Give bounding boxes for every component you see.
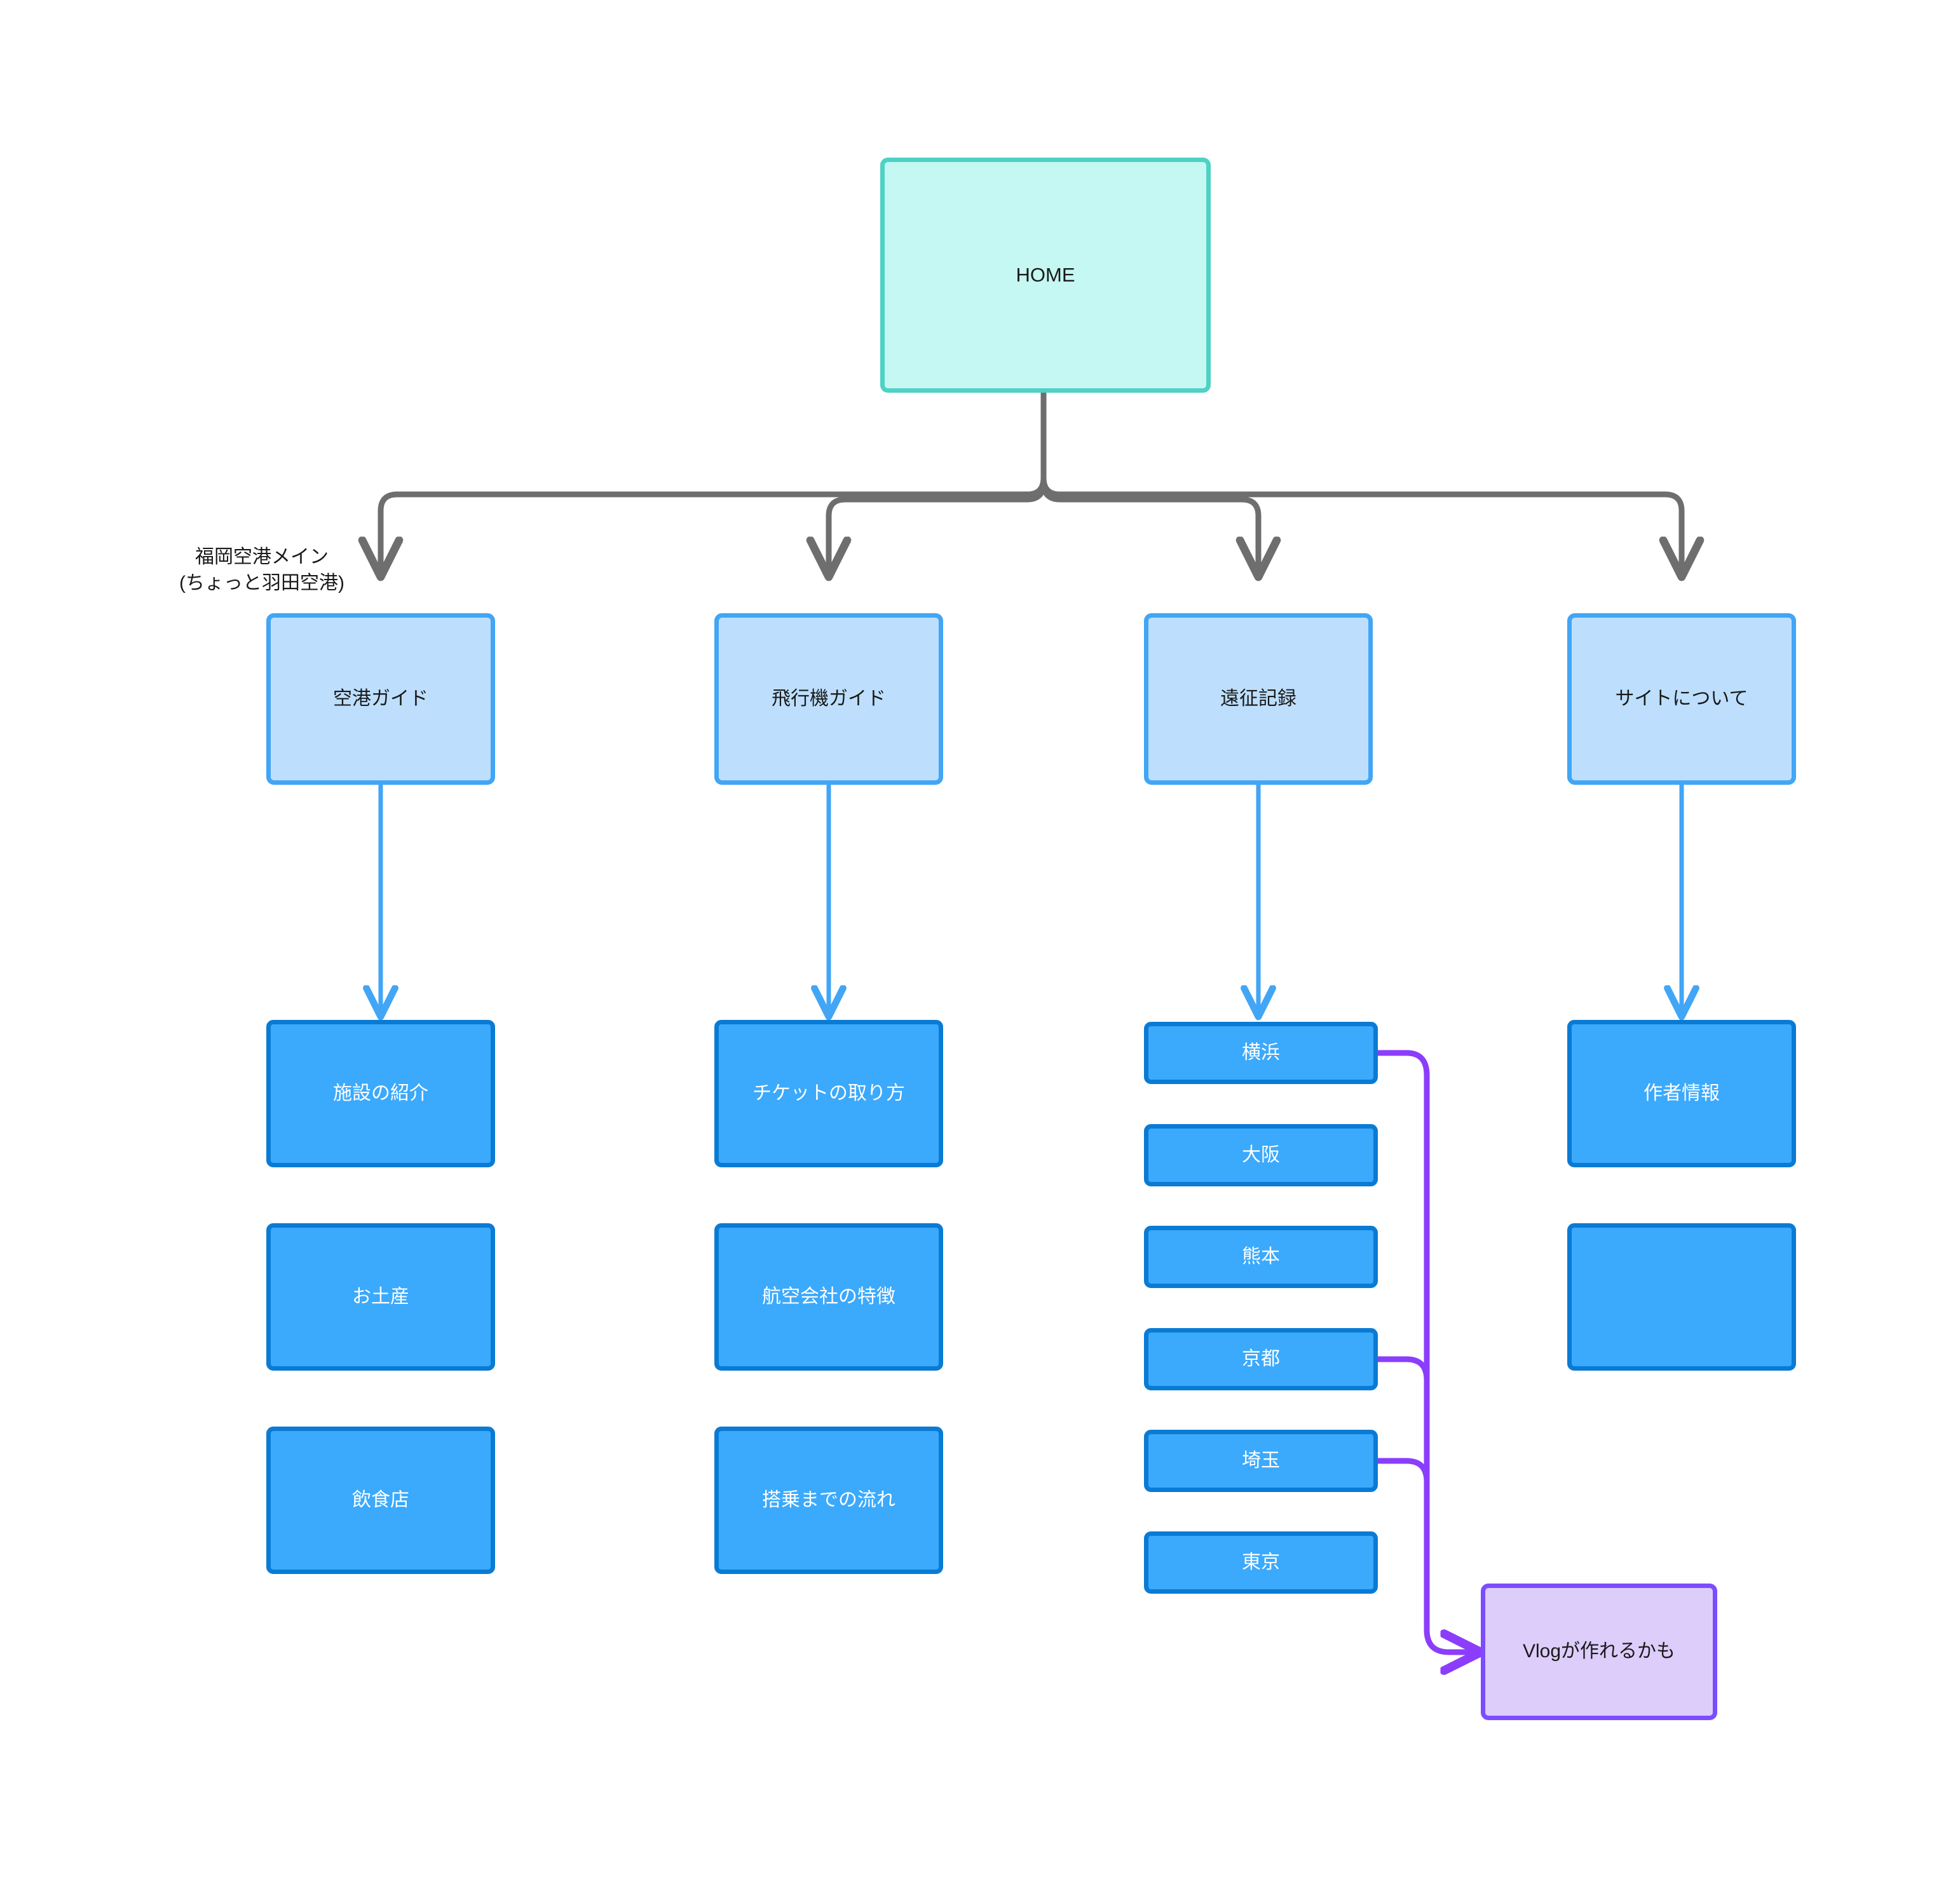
node-ticket-method[interactable]: チケットの取り方 (714, 1020, 943, 1167)
edge-yokohama-to-vlog (1375, 1050, 1481, 1652)
edge-home-to-about-site (1040, 390, 1682, 577)
node-restaurants[interactable]: 飲食店 (266, 1427, 495, 1574)
edge-home-to-airport-guide (381, 390, 1047, 577)
node-travel-log-label: 遠征記録 (1220, 688, 1296, 709)
node-osaka-label: 大阪 (1242, 1144, 1280, 1165)
node-author-info-label: 作者情報 (1644, 1082, 1720, 1104)
node-tokyo-label: 東京 (1242, 1551, 1280, 1573)
node-about-site[interactable]: サイトについて (1567, 613, 1796, 785)
node-osaka[interactable]: 大阪 (1144, 1124, 1378, 1186)
node-boarding-flow[interactable]: 搭乗までの流れ (714, 1427, 943, 1574)
edge-saitama-to-vlog (1375, 1458, 1430, 1503)
node-about-empty[interactable] (1567, 1223, 1796, 1371)
node-airport-guide[interactable]: 空港ガイド (266, 613, 495, 785)
edge-kyoto-to-vlog (1375, 1356, 1430, 1401)
node-yokohama-label: 横浜 (1242, 1041, 1280, 1063)
node-saitama-label: 埼玉 (1242, 1449, 1280, 1471)
node-plane-guide-label: 飛行機ガイド (772, 688, 886, 709)
node-saitama[interactable]: 埼玉 (1144, 1430, 1378, 1492)
node-yokohama[interactable]: 横浜 (1144, 1022, 1378, 1084)
node-kyoto-label: 京都 (1242, 1348, 1280, 1369)
node-about-site-label: サイトについて (1615, 688, 1748, 709)
node-kyoto[interactable]: 京都 (1144, 1328, 1378, 1390)
node-restaurants-label: 飲食店 (352, 1489, 409, 1510)
node-souvenirs-label: お土産 (352, 1286, 409, 1307)
node-vlog[interactable]: Vlogが作れるかも (1481, 1584, 1717, 1720)
node-vlog-label: Vlogが作れるかも (1522, 1641, 1676, 1662)
node-ticket-method-label: チケットの取り方 (752, 1082, 905, 1104)
node-tokyo[interactable]: 東京 (1144, 1531, 1378, 1594)
node-airline-features-label: 航空会社の特徴 (762, 1286, 895, 1307)
node-facilities-intro[interactable]: 施設の紹介 (266, 1020, 495, 1167)
node-travel-log[interactable]: 遠征記録 (1144, 613, 1373, 785)
edge-home-to-plane-guide (829, 390, 1047, 577)
node-boarding-flow-label: 搭乗までの流れ (762, 1489, 895, 1510)
node-airline-features[interactable]: 航空会社の特徴 (714, 1223, 943, 1371)
node-home[interactable]: HOME (880, 158, 1211, 393)
node-souvenirs[interactable]: お土産 (266, 1223, 495, 1371)
node-home-label: HOME (1016, 264, 1075, 287)
node-author-info[interactable]: 作者情報 (1567, 1020, 1796, 1167)
edge-home-to-travel-log (1040, 390, 1258, 577)
node-facilities-intro-label: 施設の紹介 (333, 1082, 428, 1104)
node-plane-guide[interactable]: 飛行機ガイド (714, 613, 943, 785)
node-airport-guide-label: 空港ガイド (333, 688, 428, 709)
annotation-fukuoka-airport: 福岡空港メイン (ちょっと羽田空港) (179, 546, 344, 594)
node-kumamoto-label: 熊本 (1242, 1245, 1280, 1267)
node-kumamoto[interactable]: 熊本 (1144, 1226, 1378, 1288)
